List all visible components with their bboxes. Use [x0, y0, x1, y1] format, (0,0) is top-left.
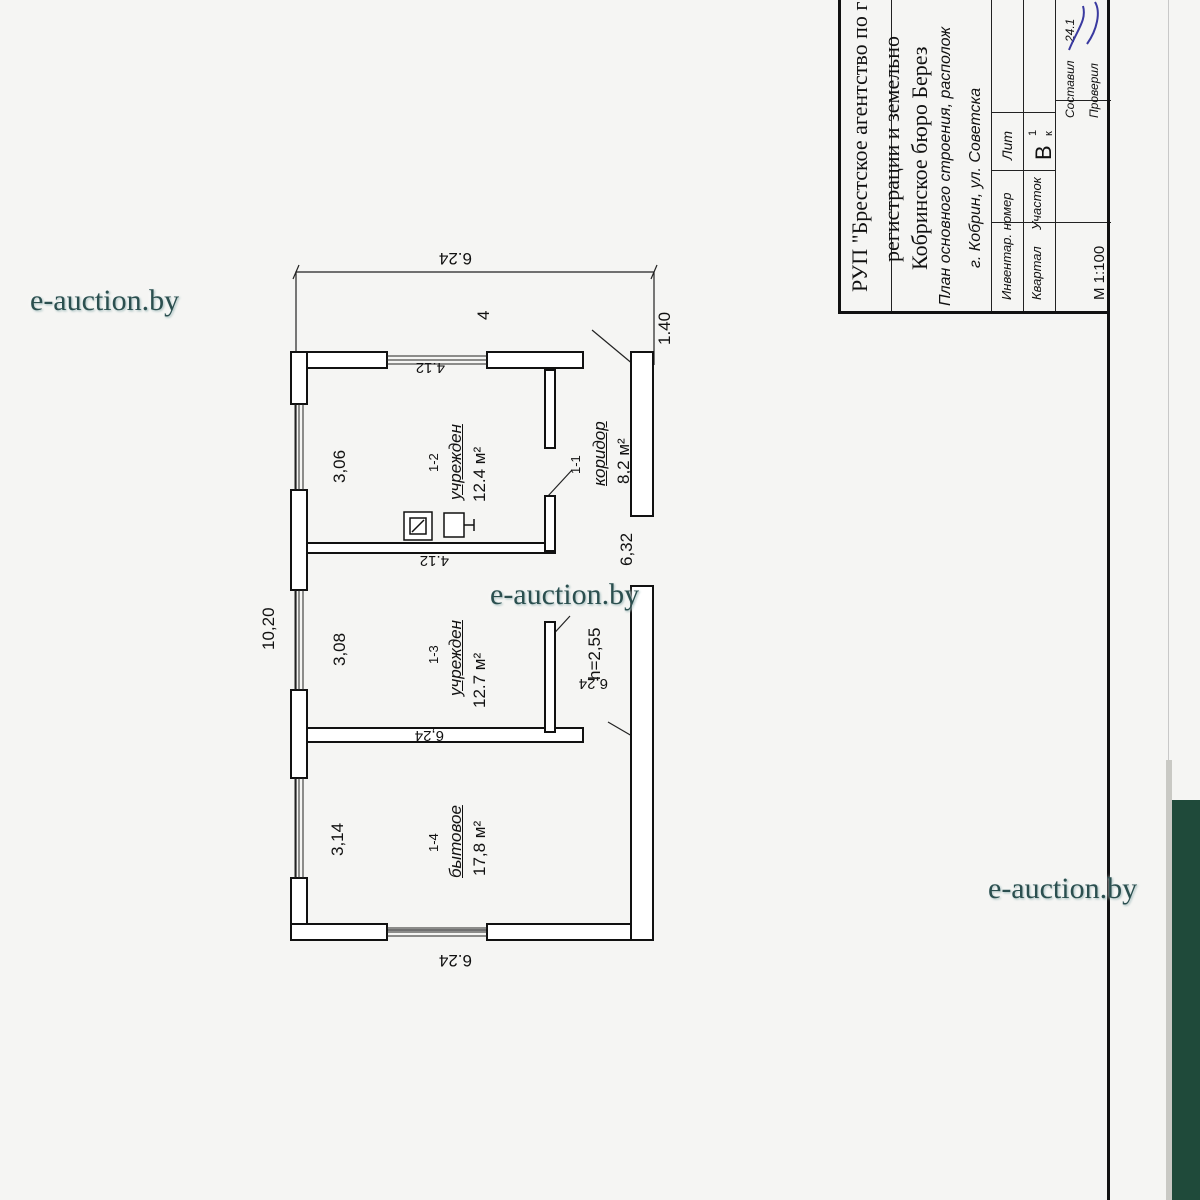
wall [630, 585, 654, 941]
room-name-1-1: коридор [590, 421, 609, 486]
wall [630, 351, 654, 517]
dim-room3-length: 4.12 [419, 552, 449, 569]
title-block: РУП "Брестское агентство по г регистраци… [838, 0, 1111, 312]
watermark: e-auction.by [30, 284, 180, 317]
title-rule [991, 112, 1055, 113]
partition [544, 621, 556, 733]
page-edge-line [1168, 0, 1169, 1200]
boiler-icon [443, 512, 465, 538]
porch-dimension-line [295, 271, 655, 365]
dim-room4-length: 6,24 [414, 727, 444, 744]
watermark: e-auction.by [490, 578, 640, 611]
room-name-1-4: бытовое [446, 805, 465, 878]
dim-room2-length: 4.12 [415, 359, 445, 376]
dim-room4-width: 3,14 [328, 822, 347, 856]
tick-mark [292, 264, 300, 280]
room-name-1-2: учрежден [446, 424, 465, 500]
partition [544, 369, 556, 449]
frame-border-stamp [838, 311, 1110, 314]
scan-background [1172, 800, 1200, 1200]
title-rule [991, 222, 1111, 223]
ceiling-height: h=2,55 [585, 627, 604, 680]
leader-line [607, 721, 633, 737]
title-rule [1023, 0, 1024, 312]
title-rule [991, 170, 1055, 171]
dim-corridor-length: 6,32 [617, 532, 636, 566]
room-area-1-4: 17,8 м² [470, 820, 489, 876]
dim-porch-width: 4 [474, 310, 493, 320]
tick-mark [650, 264, 658, 280]
wall [290, 923, 388, 941]
dim-room3-width: 3,08 [330, 632, 349, 666]
room-id-1-1: 1-1 [568, 455, 583, 474]
frame-border-right [1107, 0, 1110, 1200]
room-id-1-4: 1-4 [426, 833, 441, 852]
room-id-1-2: 1-2 [426, 453, 441, 472]
door-swing-line [591, 329, 635, 366]
dim-top: 6.24 [438, 249, 472, 268]
leader-line [547, 469, 573, 497]
partition [544, 495, 556, 552]
room-area-1-1: 8,2 м² [614, 438, 633, 484]
title-rule [1055, 0, 1056, 312]
watermark: e-auction.by [988, 872, 1138, 905]
dim-left: 10,20 [259, 607, 278, 650]
partition [306, 727, 584, 743]
wall [486, 351, 584, 369]
wall [290, 689, 308, 779]
wall [290, 351, 308, 405]
scan-shadow [1166, 760, 1172, 1200]
wall [486, 923, 654, 941]
dim-room2-width: 3,06 [330, 449, 349, 483]
title-rule [991, 0, 992, 312]
wall [290, 489, 308, 591]
room-name-1-3: учрежден [446, 620, 465, 696]
dim-porch-depth: 1.40 [655, 311, 674, 345]
room-area-1-3: 12.7 м² [470, 652, 489, 708]
title-rule [891, 0, 892, 312]
dim-bottom: 6.24 [438, 951, 472, 970]
signature-icon [1068, 1, 1099, 51]
room-id-1-3: 1-3 [426, 645, 441, 664]
title-rule [1055, 100, 1111, 101]
room-area-1-2: 12.4 м² [470, 446, 489, 502]
